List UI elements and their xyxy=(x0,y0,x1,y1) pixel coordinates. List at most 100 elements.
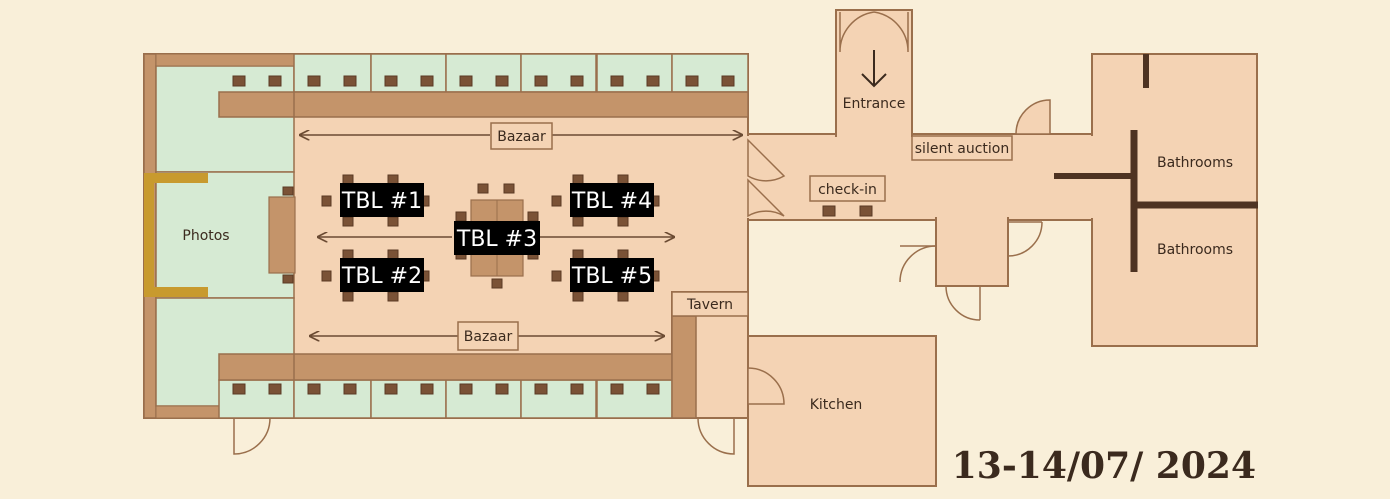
chair xyxy=(420,75,434,87)
bottom-counter xyxy=(218,353,673,381)
table-4 xyxy=(570,183,654,217)
chair xyxy=(282,274,294,284)
silent-auction-label: silent auction xyxy=(915,141,1009,157)
booth xyxy=(671,53,749,93)
chair xyxy=(551,270,562,282)
chair xyxy=(384,75,398,87)
booth xyxy=(218,379,295,419)
chair xyxy=(232,75,246,87)
door-swing xyxy=(233,417,271,455)
bathroom-partitions xyxy=(1054,54,1258,272)
chair xyxy=(610,75,624,87)
chair xyxy=(617,216,629,227)
chair xyxy=(495,383,509,395)
chair xyxy=(282,186,294,196)
chair xyxy=(387,216,399,227)
chair xyxy=(307,75,321,87)
door-swing xyxy=(945,285,981,321)
chair xyxy=(822,205,836,217)
chair xyxy=(572,249,584,260)
chair xyxy=(572,216,584,227)
chair xyxy=(343,75,357,87)
bottom-left-wall xyxy=(155,405,221,419)
chair xyxy=(342,249,354,260)
chair xyxy=(551,195,562,207)
chair xyxy=(859,205,873,217)
chair xyxy=(503,183,515,194)
booth xyxy=(596,53,673,93)
chair xyxy=(387,249,399,260)
chair xyxy=(527,211,539,222)
booth xyxy=(370,53,447,93)
chair xyxy=(321,270,332,282)
chair xyxy=(307,383,321,395)
bathrooms-block xyxy=(1091,53,1258,347)
door-swing xyxy=(873,11,909,53)
photo-table xyxy=(268,196,296,274)
table-1 xyxy=(340,183,424,217)
photo-backdrop xyxy=(144,173,208,297)
table-label: TBL #1 xyxy=(341,189,422,214)
bazaar-bottom-label-box xyxy=(457,321,519,351)
chair xyxy=(342,216,354,227)
chair xyxy=(420,383,434,395)
doors-layer xyxy=(233,11,1051,455)
chair xyxy=(342,291,354,302)
chair xyxy=(610,383,624,395)
chair xyxy=(572,174,584,185)
booth xyxy=(445,53,522,93)
booth xyxy=(445,379,522,419)
entrance-label: Entrance xyxy=(843,96,906,112)
top-counter xyxy=(218,91,749,118)
chair xyxy=(685,75,699,87)
booth xyxy=(293,53,372,93)
chair xyxy=(570,383,584,395)
chair xyxy=(646,383,660,395)
chair xyxy=(534,383,548,395)
chair xyxy=(268,383,282,395)
top-left-wall xyxy=(155,53,295,67)
chair xyxy=(459,75,473,87)
chair xyxy=(534,75,548,87)
chair xyxy=(491,278,503,289)
kitchen-room xyxy=(747,335,937,487)
booth xyxy=(520,53,597,93)
chair xyxy=(572,291,584,302)
door-swing xyxy=(747,367,785,405)
table-label: TBL #5 xyxy=(571,264,652,289)
chair xyxy=(617,291,629,302)
bathrooms-bottom-label: Bathrooms xyxy=(1157,242,1233,258)
bathrooms-top-label: Bathrooms xyxy=(1157,155,1233,171)
tavern-label-box xyxy=(671,291,749,317)
door-swing xyxy=(1015,99,1051,135)
tavern-counter xyxy=(671,315,697,419)
tavern-label: Tavern xyxy=(686,297,733,313)
chair xyxy=(387,291,399,302)
door-swing xyxy=(697,417,735,455)
bazaar-top-label: Bazaar xyxy=(497,129,546,145)
booths-layer xyxy=(144,53,749,419)
door-swing xyxy=(747,178,785,218)
table-label: TBL #4 xyxy=(571,189,652,214)
chair xyxy=(384,383,398,395)
chair xyxy=(321,195,332,207)
event-date: 13-14/07/ 2024 xyxy=(952,445,1256,487)
arrow-down-icon xyxy=(861,50,887,88)
table-label: TBL #2 xyxy=(341,264,422,289)
chair xyxy=(477,183,489,194)
chair xyxy=(343,383,357,395)
chair xyxy=(455,211,467,222)
door-swing xyxy=(899,245,937,283)
chair xyxy=(268,75,282,87)
door-swing xyxy=(839,11,875,53)
chair xyxy=(617,174,629,185)
chair xyxy=(617,249,629,260)
chair xyxy=(721,75,735,87)
table-3 xyxy=(454,221,540,255)
lower-hallway xyxy=(935,217,1009,287)
bazaar-top-label-box xyxy=(490,122,553,150)
check-in-label: check-in xyxy=(818,182,877,198)
table-2 xyxy=(340,258,424,292)
booth xyxy=(520,379,597,419)
